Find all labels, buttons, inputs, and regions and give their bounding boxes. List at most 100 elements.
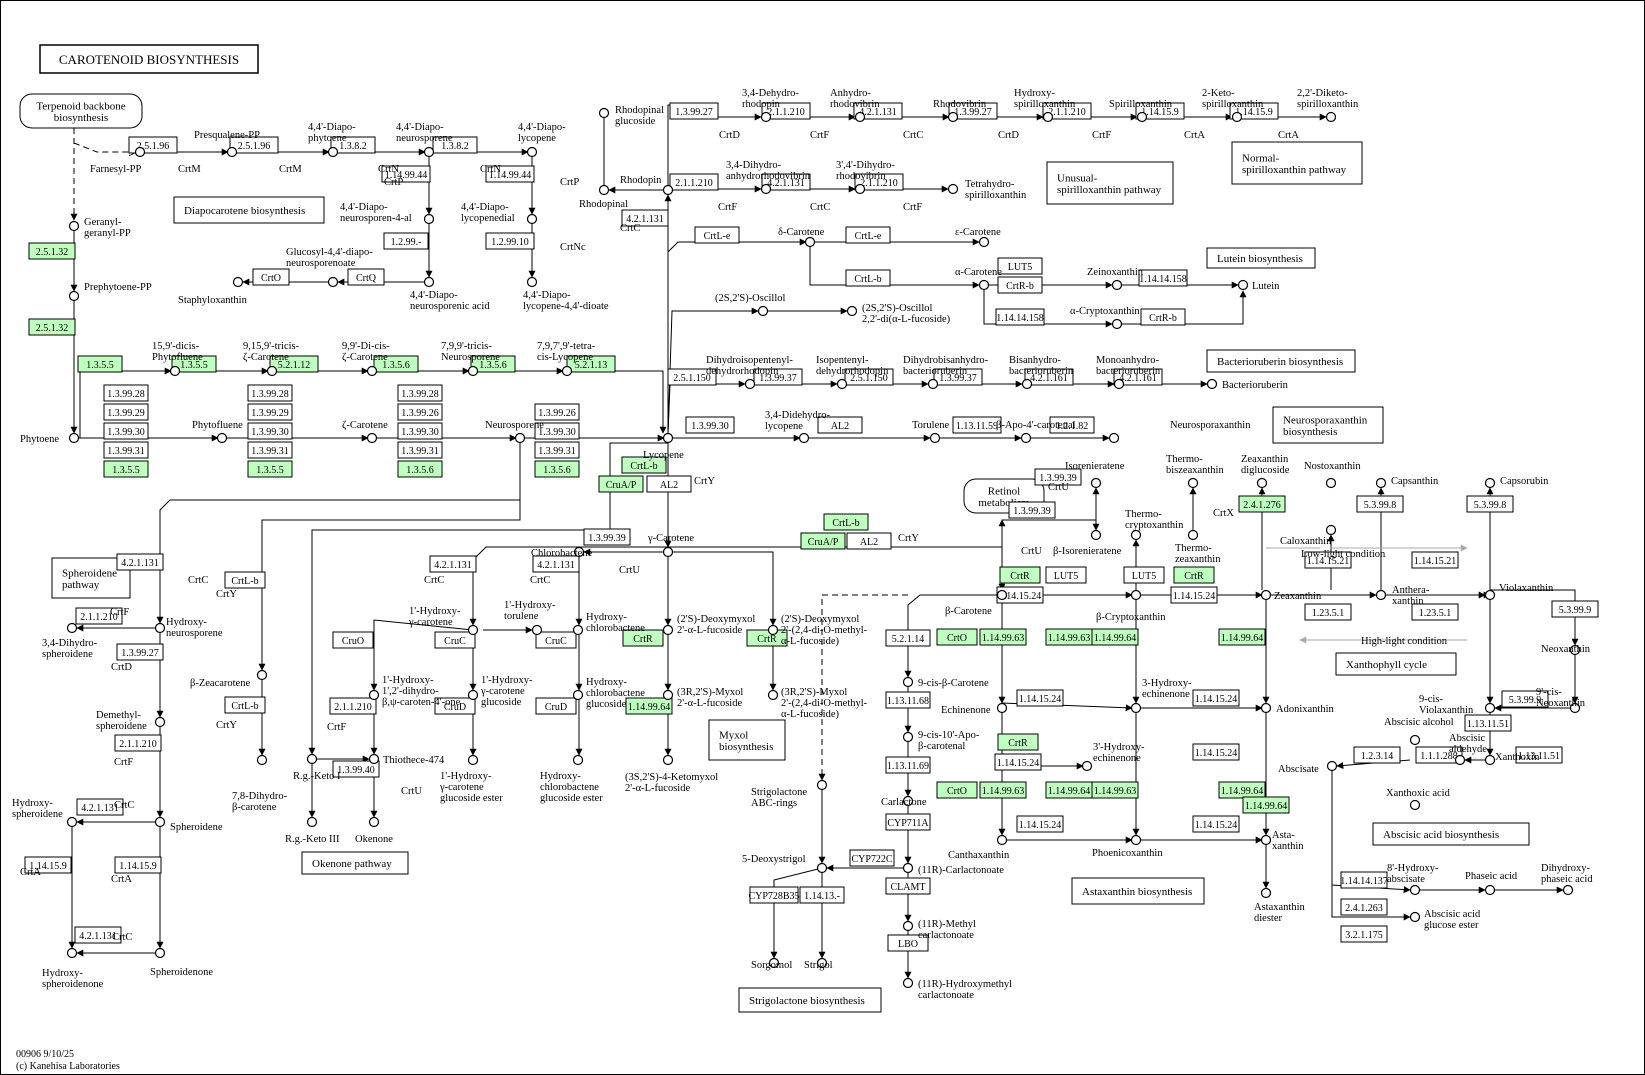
enzyme-e107[interactable]: 1.14.99.64 [1091, 628, 1139, 646]
enzyme-e55[interactable]: 1.14.14.158 [995, 308, 1045, 326]
compound-c118[interactable]: 9-cis-β-Carotene [902, 676, 989, 690]
compound-c43[interactable]: (2S,2'S)-Oscillol [715, 293, 786, 317]
compound-c95[interactable]: 3-Hydroxy-echinenone [1130, 678, 1193, 714]
enzyme-e3[interactable]: 1.3.8.2 [330, 136, 376, 154]
enzyme-e9[interactable]: CrtO [252, 268, 290, 286]
compound-c15[interactable]: 15,9'-dicis-Phytofluene [152, 341, 203, 377]
enzyme-e141[interactable]: CYP722C [849, 849, 895, 867]
compound-c105[interactable]: Violaxanthin [1484, 583, 1554, 601]
enzyme-e84[interactable]: CruD [535, 697, 577, 715]
compound-c104[interactable]: Anthera-xanthin [1375, 585, 1430, 607]
pathway-link-bacterioruberin[interactable]: Bacterioruberin biosynthesis [1206, 349, 1356, 373]
compound-c32[interactable]: 2-Keto-spirilloxanthin [1202, 88, 1264, 123]
pathway-link-lutein[interactable]: Lutein biosynthesis [1206, 247, 1316, 269]
enzyme-e73[interactable]: 1.3.99.39 [583, 528, 631, 546]
enzyme-e104[interactable]: CrtO [936, 628, 978, 646]
compound-c100[interactable]: Asta-xanthin [1260, 830, 1305, 852]
compound-c12[interactable]: Geranyl-geranyl-PP [68, 217, 131, 239]
compound-c84[interactable]: Isorenieratene [1065, 461, 1125, 489]
compound-c99[interactable]: Phoenicoxanthin [1092, 834, 1163, 860]
enzyme-e64[interactable]: AL2 [817, 416, 863, 434]
compound-c112[interactable]: Abscisate [1278, 760, 1338, 776]
compound-c115[interactable]: Phaseic acid [1465, 871, 1518, 896]
compound-c38[interactable]: ε-Carotene [955, 227, 1001, 248]
enzyme-e143[interactable]: LBO [887, 934, 929, 952]
compound-c125[interactable]: Sorgomol [751, 957, 792, 972]
enzyme-e132[interactable]: 1.1.1.288 [1415, 746, 1463, 764]
pathway-link-astaxanthin[interactable]: Astaxanthin biosynthesis [1071, 877, 1205, 905]
enzyme-e87[interactable]: 1.3.99.40 [332, 760, 380, 778]
compound-c71[interactable]: Okenone [355, 816, 393, 846]
enzyme-e82[interactable]: CrtR [746, 629, 788, 647]
enzyme-e136[interactable]: 3.2.1.175 [1340, 925, 1388, 943]
enzyme-e98[interactable]: CrtR [999, 566, 1041, 584]
compound-c5[interactable]: 4,4'-Diapo-lycopene [518, 122, 566, 158]
pathway-link-xanthophyll[interactable]: Xanthophyll cycle [1335, 652, 1457, 676]
pathway-link-unusual[interactable]: Unusual-spirilloxanthin pathway [1046, 161, 1174, 205]
compound-c92[interactable]: β-Cryptoxanthin [1096, 589, 1166, 624]
enzyme-e92[interactable]: 1.3.99.27 [116, 643, 164, 661]
enzyme-e131[interactable]: 1.13.11.51 [1515, 746, 1563, 764]
compound-c31[interactable]: Spirilloxanthin [1109, 99, 1173, 123]
compound-c86[interactable]: Thermo-biszeaxanthin [1166, 454, 1224, 489]
enzyme-e26[interactable]: 1.3.99.30 [247, 422, 293, 440]
compound-c39[interactable]: α-Carotene [955, 267, 1002, 291]
compound-c46[interactable]: Isopentenyl-dehydrorhodopin [816, 355, 889, 390]
enzyme-e68[interactable]: CruA/P [598, 475, 644, 493]
enzyme-e52[interactable]: LUT5 [997, 257, 1043, 275]
enzyme-e22[interactable]: 1.3.99.31 [103, 441, 149, 459]
enzyme-e72[interactable]: AL2 [846, 532, 892, 550]
enzyme-e109[interactable]: 1.14.15.24 [1016, 689, 1064, 707]
compound-c48[interactable]: Bisanhydro-bacterioruberin [1009, 355, 1074, 390]
enzyme-e111[interactable]: CrtR [997, 733, 1039, 751]
enzyme-e6[interactable]: 1.14.99.44 [485, 165, 535, 183]
enzyme-e31[interactable]: 1.3.99.30 [397, 422, 443, 440]
enzyme-e37[interactable]: 1.3.5.6 [534, 460, 580, 478]
enzyme-e91[interactable]: 2.1.1.210 [75, 607, 123, 625]
enzyme-e130[interactable]: 1.13.11.51 [1464, 714, 1512, 732]
compound-c29[interactable]: Rhodovibrin [933, 99, 987, 123]
compound-c79[interactable]: Hydroxy-spheroidene [12, 798, 78, 828]
enzyme-e86[interactable]: 2.1.1.210 [329, 697, 377, 715]
enzyme-e61[interactable]: 4.2.1.161 [1024, 368, 1074, 386]
compound-c34[interactable]: 3,4-Dihydro-anhydrorhodovibrin [726, 160, 811, 195]
enzyme-e2[interactable]: 2.5.1.96 [229, 136, 279, 154]
enzyme-e144[interactable]: CYP728B35 [748, 886, 800, 904]
enzyme-e127[interactable]: 5.3.99.8 [1466, 495, 1514, 513]
enzyme-e10[interactable]: CrtQ [347, 268, 385, 286]
compound-c102[interactable]: Capsanthin [1375, 476, 1439, 489]
compound-c42[interactable]: α-Cryptoxanthin [1070, 306, 1140, 330]
enzyme-e133[interactable]: 1.2.3.14 [1353, 746, 1401, 764]
compound-c50[interactable]: Bacterioruberin [1206, 378, 1289, 392]
compound-c20[interactable]: Phytofluene [192, 420, 243, 444]
enzyme-e142[interactable]: CLAMT [885, 877, 931, 895]
enzyme-e117[interactable]: 1.14.99.63 [1091, 781, 1139, 799]
enzyme-e18[interactable]: 5.2.1.13 [566, 355, 616, 373]
compound-c103[interactable]: Capsorubin [1484, 476, 1550, 489]
compound-c21[interactable]: ζ-Carotene [342, 420, 388, 444]
enzyme-e78[interactable]: CruO [332, 631, 374, 649]
enzyme-e90[interactable]: CrtL-b [224, 696, 266, 714]
compound-c120[interactable]: Carlactone [881, 795, 927, 809]
pathway-link-okenone[interactable]: Okenone pathway [301, 851, 409, 875]
compound-c22[interactable]: Neurosporene [485, 420, 544, 444]
compound-c30[interactable]: Hydroxy-spirilloxanthin [1014, 88, 1076, 123]
compound-c11[interactable]: 4,4'-Diapo-lycopene-4,4'-dioate [523, 276, 609, 313]
compound-c59[interactable]: Hydroxy-chlorobactene [572, 612, 646, 636]
enzyme-e134[interactable]: 1.14.14.137 [1340, 871, 1388, 889]
compound-c93[interactable]: Zeaxanthin [1260, 589, 1322, 603]
compound-c96[interactable]: Adonixanthin [1260, 702, 1335, 716]
compound-c9[interactable]: Staphyloxanthin [178, 276, 248, 307]
compound-c49[interactable]: Monoanhydro-bacterioruberin [1096, 355, 1161, 390]
enzyme-e27[interactable]: 1.3.99.31 [247, 441, 293, 459]
enzyme-e60[interactable]: 1.3.99.37 [933, 368, 983, 386]
enzyme-e135[interactable]: 2.4.1.263 [1340, 898, 1388, 916]
compound-c7[interactable]: 4,4'-Diapo-lycopenedial [461, 202, 538, 225]
enzyme-e43[interactable]: 1.14.15.9 [1135, 102, 1185, 120]
